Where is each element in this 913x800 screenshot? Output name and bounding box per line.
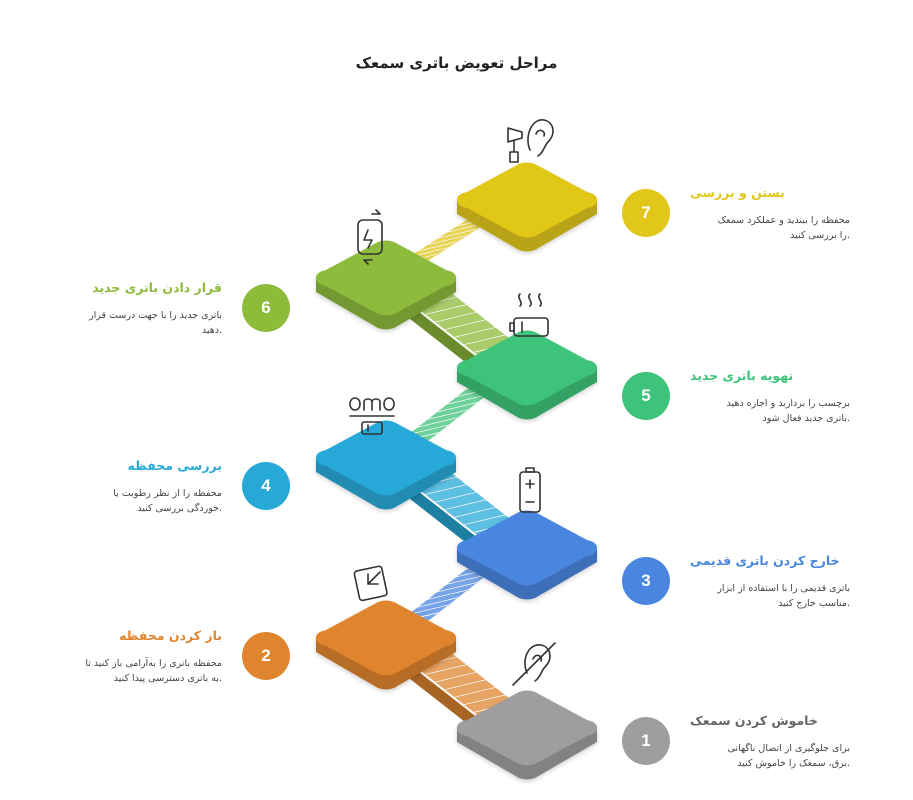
step-description: محفظه را ببندید و عملکرد سمعک — [717, 215, 850, 226]
step-description: محفظه باتری را به‌آرامی باز کنید تا — [85, 658, 222, 669]
landing-step-3 — [457, 510, 597, 600]
step-description: برچسب را بردارید و اجازه دهید — [726, 398, 850, 409]
step-number-badge: 1 — [622, 717, 670, 765]
battery-swap-icon — [357, 209, 383, 265]
step-title: قرار دادن باتری جدید — [92, 280, 222, 295]
step-number-badge: 6 — [242, 284, 290, 332]
step-description: محفظه را از نظر رطوبت یا — [113, 488, 222, 499]
step-title: تهویه باتری جدید — [690, 368, 794, 383]
step-description: .را بررسی کنید — [790, 230, 850, 241]
step-description: .خوردگی بررسی کنید — [137, 503, 222, 514]
open-box-icon — [353, 565, 388, 602]
landing-step-2 — [316, 600, 456, 690]
page-title: مراحل تعویض باتری سمعک — [355, 54, 558, 72]
landing-step-4 — [316, 420, 456, 510]
step-title: خاموش کردن سمعک — [690, 713, 818, 728]
moisture-check-icon — [349, 397, 395, 435]
landing-step-7 — [457, 162, 597, 252]
step-title: بررسی محفظه — [127, 458, 222, 473]
step-description: .به باتری دسترسی پیدا کنید — [113, 673, 222, 684]
step-number-badge: 4 — [242, 462, 290, 510]
hearing-test-icon — [507, 119, 554, 163]
step-number-badge: 3 — [622, 557, 670, 605]
step-description: باتری جدید را با جهت درست قرار — [89, 310, 222, 321]
hearing-off-icon — [512, 642, 556, 686]
landing-step-5 — [457, 330, 597, 420]
landing-step-6 — [316, 240, 456, 330]
battery-air-icon — [509, 293, 549, 337]
step-number-badge: 5 — [622, 372, 670, 420]
landing-step-1 — [457, 690, 597, 780]
step-description: .باتری جدید فعال شود — [762, 413, 850, 424]
step-description: برای جلوگیری از اتصال ناگهانی — [727, 743, 850, 754]
step-description: .مناسب خارج کنید — [778, 598, 850, 609]
step-number-badge: 7 — [622, 189, 670, 237]
step-description: .برق، سمعک را خاموش کنید — [737, 758, 850, 769]
battery-icon — [519, 467, 541, 513]
step-title: باز کردن محفظه — [119, 628, 222, 643]
step-description: باتری قدیمی را با استفاده از ابزار — [717, 583, 850, 594]
step-number-badge: 2 — [242, 632, 290, 680]
step-title: بستن و بررسی — [690, 185, 785, 200]
step-description: .دهید — [201, 325, 222, 336]
step-title: خارج کردن باتری قدیمی — [690, 553, 840, 568]
